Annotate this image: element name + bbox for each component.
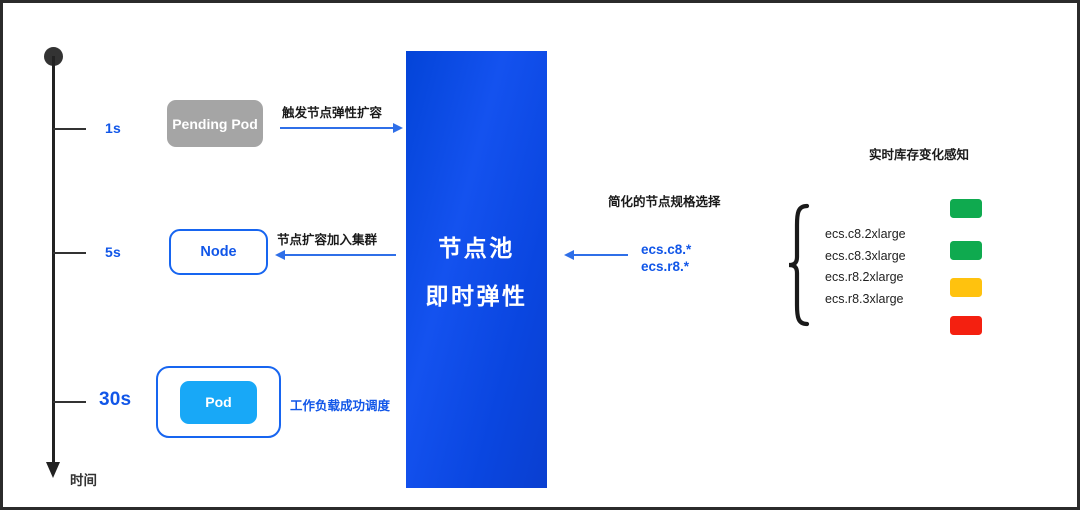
status-badge-available-1 (950, 199, 982, 218)
section-title-realtime-inventory: 实时库存变化感知 (869, 148, 970, 162)
list-item: ecs.c8.2xlarge (825, 227, 906, 241)
connector-line-node-join-cluster (284, 254, 396, 256)
node-with-pod-box: Pod (156, 366, 281, 438)
connector-line-spec-selection (573, 254, 628, 256)
timeline-axis-label: 时间 (70, 473, 97, 488)
spec-pattern-group: ecs.c8.* ecs.r8.* (641, 241, 691, 275)
status-badge-unavailable (950, 316, 982, 335)
connector-label-node-join-cluster: 节点扩容加入集群 (277, 233, 378, 247)
connector-label-workload-scheduled: 工作负载成功调度 (290, 399, 391, 413)
list-item: ecs.r8.3xlarge (825, 291, 904, 306)
node-pool-panel: 节点池 即时弹性 (406, 51, 547, 488)
status-badge-limited (950, 278, 982, 297)
timeline-arrow-head-icon (46, 462, 60, 478)
timeline-tick-1s (53, 128, 86, 130)
connector-arrowhead-left-spec-icon (564, 250, 574, 260)
node-box: Node (169, 229, 268, 275)
connector-label-trigger-scaleup: 触发节点弹性扩容 (282, 106, 383, 120)
spec-pattern-c8: ecs.c8.* (641, 242, 692, 257)
pending-pod-box: Pending Pod (167, 100, 263, 147)
timeline-tick-5s (53, 252, 86, 254)
node-pool-subtitle: 即时弹性 (425, 282, 528, 309)
list-item: ecs.c8.3xlarge (825, 248, 906, 263)
timeline-tick-30s (53, 401, 86, 403)
spec-pattern-r8: ecs.r8.* (641, 259, 690, 274)
connector-arrowhead-right-icon (393, 123, 403, 133)
timeline-axis-line (52, 56, 55, 466)
connector-arrowhead-left-icon (275, 250, 285, 260)
status-badge-available-2 (950, 241, 982, 260)
connector-line-trigger-scaleup (280, 127, 395, 129)
instance-type-list: ecs.c8.2xlarge ecs.c8.3xlarge ecs.r8.2xl… (825, 224, 906, 310)
timeline-label-30s: 30s (99, 389, 132, 410)
timeline-label-5s: 5s (105, 244, 121, 260)
section-title-simplified-spec-selection: 简化的节点规格选择 (608, 195, 721, 209)
list-item: ecs.r8.2xlarge (825, 270, 904, 284)
node-pool-title: 节点池 (438, 234, 515, 261)
timeline-label-1s: 1s (105, 120, 121, 136)
curly-brace-icon (788, 203, 810, 327)
pod-box: Pod (180, 380, 257, 424)
